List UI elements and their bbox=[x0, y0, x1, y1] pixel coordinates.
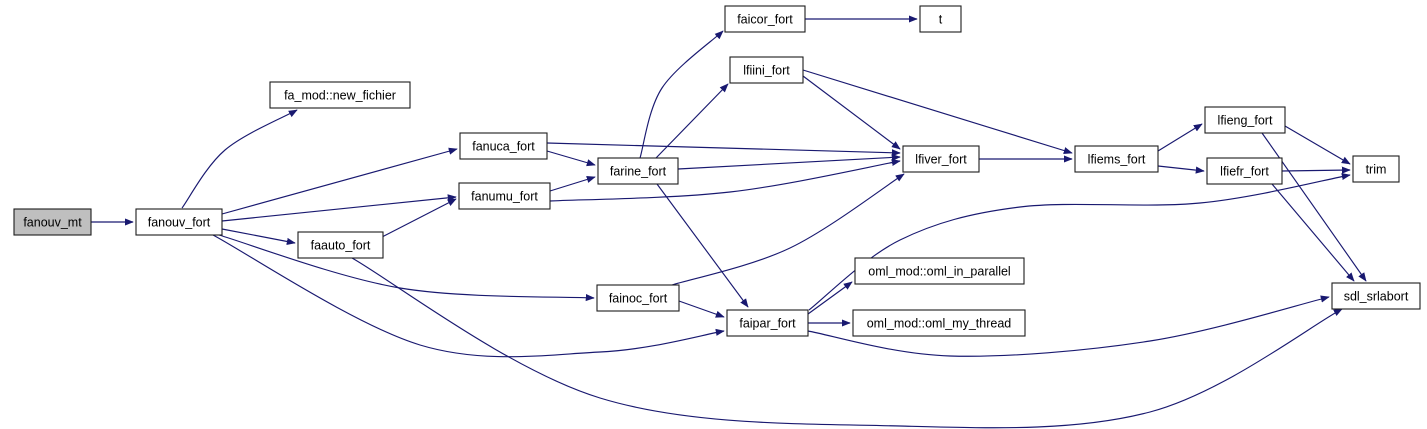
node-box-fanuca_fort[interactable] bbox=[459, 132, 548, 160]
node-label-oml_my_thread: oml_mod::oml_my_thread bbox=[867, 317, 1012, 331]
node-box-lfiini_fort[interactable] bbox=[729, 56, 804, 84]
edge-lfiefr_fort-to-trim bbox=[1281, 166, 1351, 174]
node-fanouv_fort[interactable]: fanouv_fort bbox=[135, 208, 223, 236]
edge-fanouv_fort-to-fanuca_fort bbox=[221, 147, 458, 215]
node-box-faauto_fort[interactable] bbox=[297, 231, 384, 259]
edges-layer bbox=[91, 15, 1367, 429]
node-label-fanouv_fort: fanouv_fort bbox=[148, 216, 211, 230]
node-lfiini_fort[interactable]: lfiini_fort bbox=[729, 56, 804, 84]
node-box-lfiefr_fort[interactable] bbox=[1206, 157, 1283, 185]
node-box-sdl_srlabort[interactable] bbox=[1331, 282, 1421, 310]
node-label-faicor_fort: faicor_fort bbox=[737, 13, 793, 27]
edge-faauto_fort-to-sdl_srlabort bbox=[351, 257, 1343, 429]
edge-lfiems_fort-to-lfiefr_fort bbox=[1157, 165, 1205, 174]
node-box-t[interactable] bbox=[919, 5, 962, 33]
node-oml_in_parallel[interactable]: oml_mod::oml_in_parallel bbox=[854, 257, 1025, 285]
node-label-fanouv_mt: fanouv_mt bbox=[23, 216, 82, 230]
node-label-lfiini_fort: lfiini_fort bbox=[743, 64, 790, 78]
node-label-fanuca_fort: fanuca_fort bbox=[472, 140, 535, 154]
node-label-oml_in_parallel: oml_mod::oml_in_parallel bbox=[868, 265, 1010, 279]
node-faauto_fort[interactable]: faauto_fort bbox=[297, 231, 384, 259]
node-box-lfieng_fort[interactable] bbox=[1204, 106, 1286, 134]
node-label-fainoc_fort: fainoc_fort bbox=[609, 292, 668, 306]
node-label-lfiems_fort: lfiems_fort bbox=[1088, 153, 1146, 167]
edge-farine_fort-to-lfiini_fort bbox=[655, 83, 729, 159]
node-box-lfiems_fort[interactable] bbox=[1074, 145, 1159, 173]
node-faicor_fort[interactable]: faicor_fort bbox=[724, 5, 806, 33]
edge-farine_fort-to-faicor_fort bbox=[639, 30, 724, 159]
node-fanumu_fort[interactable]: fanumu_fort bbox=[458, 182, 551, 210]
edge-faipar_fort-to-trim bbox=[808, 172, 1351, 311]
node-label-lfieng_fort: lfieng_fort bbox=[1218, 114, 1273, 128]
node-box-fanumu_fort[interactable] bbox=[458, 182, 551, 210]
node-label-faauto_fort: faauto_fort bbox=[311, 239, 371, 253]
node-lfiems_fort[interactable]: lfiems_fort bbox=[1074, 145, 1159, 173]
edge-lfiini_fort-to-lfiver_fort bbox=[802, 75, 901, 150]
edge-lfiems_fort-to-lfieng_fort bbox=[1157, 123, 1203, 152]
node-label-lfiefr_fort: lfiefr_fort bbox=[1220, 165, 1269, 179]
edge-faipar_fort-to-oml_in_parallel bbox=[807, 281, 853, 315]
node-box-oml_my_thread[interactable] bbox=[852, 309, 1026, 337]
node-box-farine_fort[interactable] bbox=[597, 157, 679, 185]
edge-fanouv_fort-to-fainoc_fort bbox=[218, 234, 595, 302]
edge-faauto_fort-to-fanumu_fort bbox=[381, 198, 457, 238]
edge-fanuca_fort-to-farine_fort bbox=[546, 150, 596, 167]
edge-farine_fort-to-lfiver_fort bbox=[677, 153, 901, 170]
node-t[interactable]: t bbox=[919, 5, 962, 33]
node-label-farine_fort: farine_fort bbox=[610, 165, 667, 179]
edge-fanouv_fort-to-faipar_fort bbox=[212, 234, 725, 358]
edge-fanuca_fort-to-lfiver_fort bbox=[546, 142, 901, 157]
node-fanuca_fort[interactable]: fanuca_fort bbox=[459, 132, 548, 160]
node-faipar_fort[interactable]: faipar_fort bbox=[726, 309, 809, 337]
node-box-trim[interactable] bbox=[1352, 155, 1400, 183]
node-box-new_fichier[interactable] bbox=[269, 81, 411, 109]
node-farine_fort[interactable]: farine_fort bbox=[597, 157, 679, 185]
node-lfieng_fort[interactable]: lfieng_fort bbox=[1204, 106, 1286, 134]
node-fanouv_mt: fanouv_mt bbox=[13, 208, 92, 236]
node-box-faipar_fort[interactable] bbox=[726, 309, 809, 337]
edge-fanouv_fort-to-faauto_fort bbox=[221, 228, 296, 245]
edge-faipar_fort-to-sdl_srlabort bbox=[807, 295, 1330, 357]
edge-fanouv_fort-to-new_fichier bbox=[181, 109, 298, 209]
node-label-new_fichier: fa_mod::new_fichier bbox=[284, 89, 396, 103]
edge-lfieng_fort-to-trim bbox=[1284, 125, 1351, 165]
node-label-faipar_fort: faipar_fort bbox=[739, 317, 796, 331]
node-box-oml_in_parallel[interactable] bbox=[854, 257, 1025, 285]
node-new_fichier[interactable]: fa_mod::new_fichier bbox=[269, 81, 411, 109]
node-trim[interactable]: trim bbox=[1352, 155, 1400, 183]
edge-lfiini_fort-to-lfiems_fort bbox=[802, 69, 1073, 155]
node-label-trim: trim bbox=[1366, 163, 1387, 177]
node-lfiefr_fort[interactable]: lfiefr_fort bbox=[1206, 157, 1283, 185]
node-box-fanouv_fort[interactable] bbox=[135, 208, 223, 236]
node-lfiver_fort[interactable]: lfiver_fort bbox=[902, 145, 980, 173]
node-box-lfiver_fort[interactable] bbox=[902, 145, 980, 173]
edge-fainoc_fort-to-faipar_fort bbox=[678, 300, 725, 318]
edge-lfiefr_fort-to-sdl_srlabort bbox=[1271, 183, 1355, 282]
node-oml_my_thread[interactable]: oml_mod::oml_my_thread bbox=[852, 309, 1026, 337]
node-label-fanumu_fort: fanumu_fort bbox=[471, 190, 538, 204]
node-box-fainoc_fort[interactable] bbox=[596, 284, 680, 312]
node-fainoc_fort[interactable]: fainoc_fort bbox=[596, 284, 680, 312]
node-label-lfiver_fort: lfiver_fort bbox=[915, 153, 967, 167]
edge-lfieng_fort-to-sdl_srlabort bbox=[1261, 132, 1367, 282]
edge-fanouv_fort-to-fanumu_fort bbox=[221, 194, 457, 222]
node-box-fanouv_mt bbox=[13, 208, 92, 236]
edge-fanumu_fort-to-farine_fort bbox=[549, 175, 596, 192]
edge-fanumu_fort-to-lfiver_fort bbox=[549, 158, 901, 202]
node-sdl_srlabort[interactable]: sdl_srlabort bbox=[1331, 282, 1421, 310]
node-label-t: t bbox=[939, 13, 943, 27]
edge-farine_fort-to-faipar_fort bbox=[656, 183, 749, 308]
node-box-faicor_fort[interactable] bbox=[724, 5, 806, 33]
node-label-sdl_srlabort: sdl_srlabort bbox=[1344, 290, 1409, 304]
edge-fainoc_fort-to-lfiver_fort bbox=[671, 173, 905, 286]
